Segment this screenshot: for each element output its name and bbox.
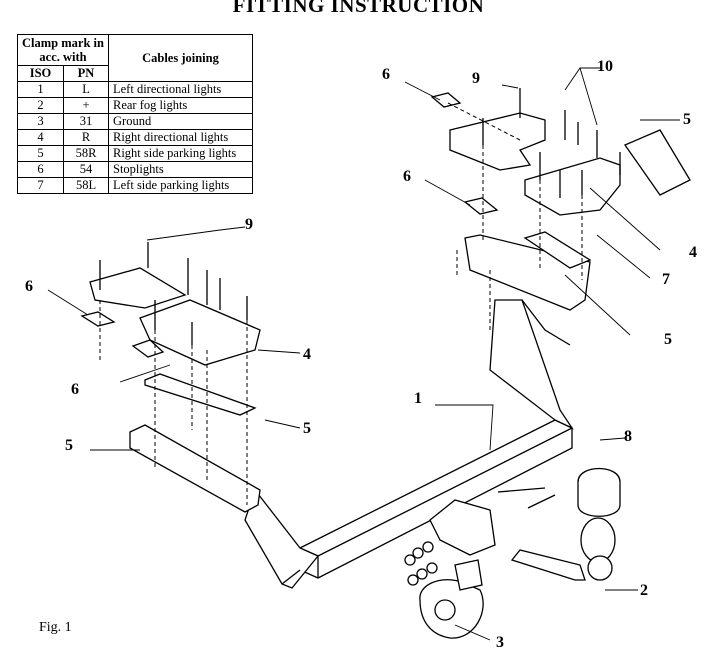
part-label-6: 6 xyxy=(382,66,390,83)
washers-nuts xyxy=(404,541,438,586)
figure-caption: Fig. 1 xyxy=(39,620,72,635)
ball-neck-part-2 xyxy=(510,468,621,581)
part-label-2: 2 xyxy=(640,582,648,599)
iso-cell: 4 xyxy=(16,129,65,146)
cable-cell: Right directional lights xyxy=(108,129,253,146)
part-label-3: 3 xyxy=(496,634,504,651)
pn-cell: 58R xyxy=(63,145,109,162)
part-label-7: 7 xyxy=(662,271,670,288)
part-label-5: 5 xyxy=(664,331,672,348)
iso-cell: 7 xyxy=(16,177,65,194)
crossbar-part-1 xyxy=(244,299,574,589)
part-label-5: 5 xyxy=(65,437,73,454)
header-pn: PN xyxy=(63,65,109,82)
right-mounting-plates xyxy=(430,92,691,311)
table-row: 7 58L Left side parking lights xyxy=(16,177,253,194)
part-label-5: 5 xyxy=(683,111,691,128)
page-title: FITTING INSTRUCTION xyxy=(232,0,485,17)
cable-cell: Right side parking lights xyxy=(108,145,253,162)
part-label-1: 1 xyxy=(414,390,422,407)
part-label-6: 6 xyxy=(403,168,411,185)
part-label-8: 8 xyxy=(624,428,632,445)
ball-bracket xyxy=(429,499,496,556)
part-label-9: 9 xyxy=(472,70,480,87)
cable-legend-table: Clamp mark in acc. with Cables joining I… xyxy=(16,34,253,194)
table-row: 4 R Right directional lights xyxy=(16,129,253,146)
bolts xyxy=(99,88,621,509)
pn-cell: 31 xyxy=(63,113,109,130)
table-row: 2 + Rear fog lights xyxy=(16,97,253,114)
cable-cell: Left side parking lights xyxy=(108,177,253,194)
part-label-9: 9 xyxy=(245,216,253,233)
table-row: 5 58R Right side parking lights xyxy=(16,145,253,162)
part-label-4: 4 xyxy=(303,346,311,363)
part-label-10: 10 xyxy=(597,58,613,75)
cable-cell: Rear fog lights xyxy=(108,97,253,114)
left-mounting-plates xyxy=(80,267,261,513)
part-label-4: 4 xyxy=(689,244,697,261)
table-row: 6 54 Stoplights xyxy=(16,161,253,178)
header-clamp-mark: Clamp mark in acc. with xyxy=(17,34,109,66)
socket-plate-part-3 xyxy=(419,559,484,639)
alignment-lines xyxy=(99,102,583,505)
part-label-6: 6 xyxy=(71,381,79,398)
part-label-5: 5 xyxy=(303,420,311,437)
part-label-6: 6 xyxy=(25,278,33,295)
leader-lines xyxy=(47,67,680,641)
